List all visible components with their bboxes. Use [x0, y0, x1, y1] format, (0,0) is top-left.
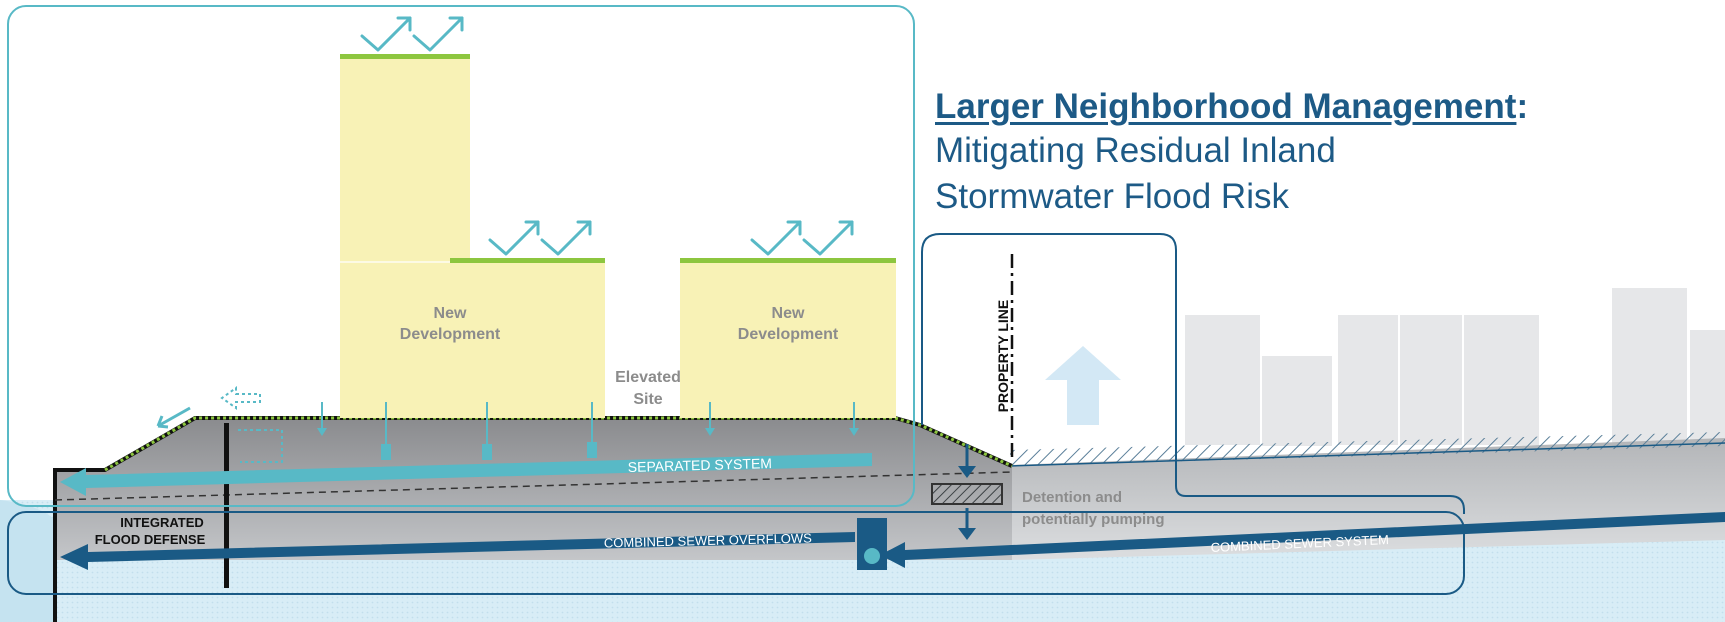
cso-regulator: [857, 518, 887, 570]
heading-subtitle-line2: Stormwater Flood Risk: [935, 177, 1289, 216]
heading-title: Larger Neighborhood Management: [935, 87, 1517, 126]
diagram-heading: Larger Neighborhood Management: Mitigati…: [935, 86, 1528, 220]
dashed-outflow-arrow: [220, 386, 283, 463]
heading-colon: :: [1516, 87, 1529, 126]
detention-flow: [931, 444, 1003, 540]
background-buildings: [1185, 288, 1725, 450]
combined-sewer-system-pipe: [880, 512, 1725, 568]
building-tower-left: [340, 54, 605, 418]
new-development-right-line1: New: [772, 305, 805, 322]
combined-sewer-overflows-label: COMBINED SEWER OVERFLOWS: [604, 530, 813, 550]
green-roof-arrows: [360, 16, 854, 256]
separated-system-pipe: [60, 453, 872, 496]
detention-label-line2: potentially pumping: [1022, 511, 1165, 528]
elevated-site-line1: Elevated: [615, 369, 681, 386]
street-hatch: [1010, 432, 1725, 466]
separated-system-label: SEPARATED SYSTEM: [628, 455, 773, 475]
heading-subtitle-line1: Mitigating Residual Inland: [935, 131, 1336, 170]
combined-sewer-outline: [7, 511, 1465, 595]
new-development-right-line2: Development: [738, 326, 839, 343]
runoff-arrow: [156, 406, 191, 429]
elevated-site-outline: [7, 5, 915, 507]
building-right: [680, 258, 896, 418]
flood-defense-label-line1: INTEGRATED: [120, 515, 204, 530]
elevated-site-ground: [55, 418, 1012, 560]
flood-defense-label-line2: FLOOD DEFENSE: [95, 532, 206, 547]
upward-arrow: [1045, 346, 1121, 425]
property-line-label: PROPERTY LINE: [995, 300, 1011, 413]
elevated-site-line2: Site: [633, 391, 662, 408]
new-development-left-line2: Development: [400, 326, 501, 343]
property-focus-outline: [921, 233, 1465, 514]
combined-sewer-overflows-pipe: [60, 532, 855, 570]
detention-label-line1: Detention and: [1022, 489, 1122, 506]
infiltration-arrows: [317, 402, 859, 460]
new-development-left-line1: New: [434, 305, 467, 322]
